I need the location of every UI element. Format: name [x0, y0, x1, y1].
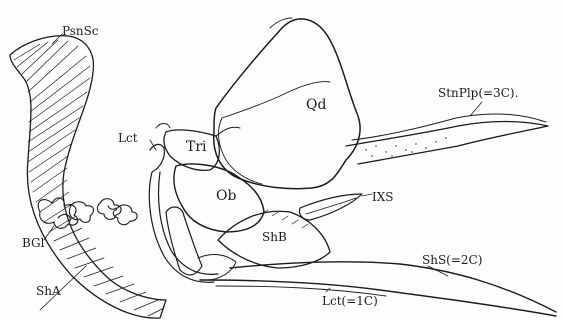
leader-ixs — [362, 194, 372, 196]
leader-bgl — [44, 226, 54, 240]
lct-lower-shaft — [200, 280, 556, 316]
label-stnplp: StnPlp(=3C). — [438, 86, 518, 100]
label-ixs: IXS — [372, 190, 394, 204]
leader-stnplp — [470, 102, 482, 116]
label-shb: ShB — [262, 230, 287, 244]
label-bgl: BGl — [22, 236, 44, 250]
ixs-structure — [299, 194, 362, 220]
psnsc-duct-striations — [14, 40, 164, 316]
sha-structure — [166, 207, 236, 280]
label-lct-lower: Lct(=1C) — [322, 294, 378, 308]
leader-lines — [40, 34, 482, 310]
label-qd: Qd — [306, 98, 326, 112]
label-tri: Tri — [186, 140, 207, 154]
label-ob: Ob — [216, 189, 236, 203]
qd-cartilage — [214, 18, 360, 189]
qd-outline — [214, 19, 360, 189]
label-psnsc: PsnSc — [62, 24, 99, 38]
label-lct-upper: Lct — [118, 131, 138, 145]
stnplp-plate — [346, 114, 548, 164]
label-sha: ShA — [36, 284, 61, 298]
label-shs: ShS(=2C) — [422, 253, 482, 267]
psnsc-duct — [10, 36, 166, 318]
bgl-gland — [38, 198, 137, 228]
shaft-structures — [200, 262, 556, 316]
